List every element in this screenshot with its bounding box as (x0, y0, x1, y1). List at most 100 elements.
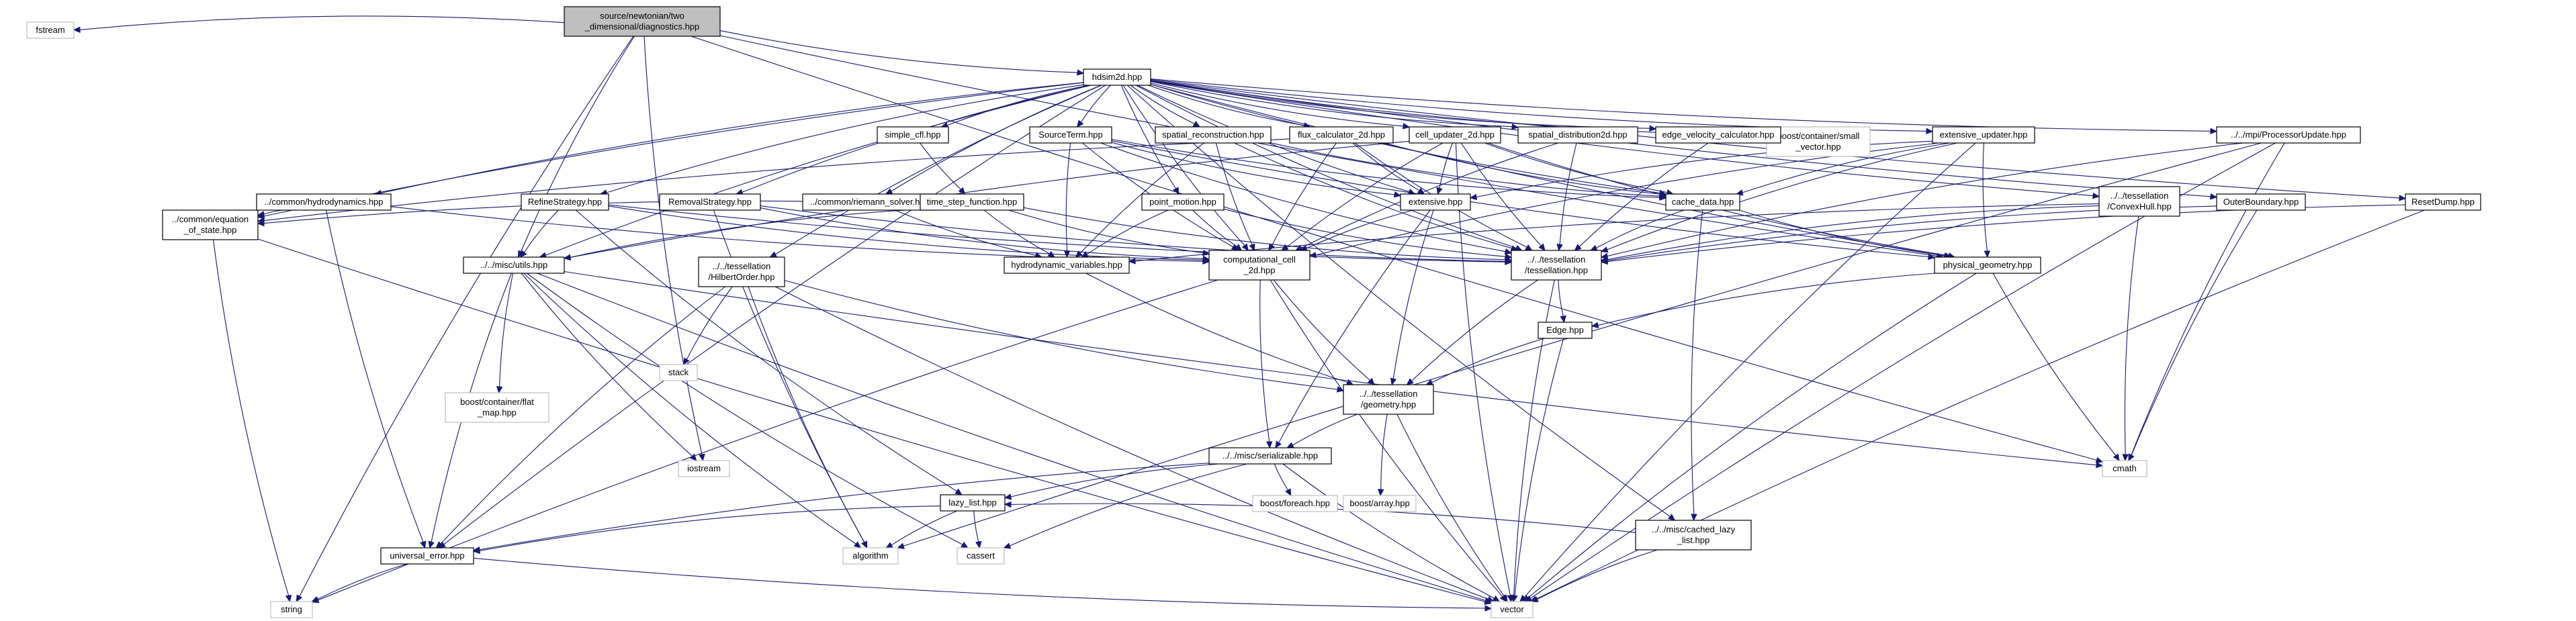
node-geometry[interactable]: ../../tessellation/geometry.hpp (1343, 384, 1434, 415)
node-label: cassert (967, 551, 995, 561)
node-extupd[interactable]: extensive_updater.hpp (1932, 126, 2035, 144)
node-simplecfl[interactable]: simple_cfl.hpp (877, 126, 949, 144)
edge-refine-to-lazylist (575, 209, 963, 495)
edge-hdsim-to-outerbound (1150, 80, 2218, 200)
node-edge[interactable]: Edge.hpp (1538, 322, 1593, 339)
node-uniserr[interactable]: universal_error.hpp (380, 547, 474, 565)
node-hydrovars[interactable]: hydrodynamic_variables.hpp (1004, 256, 1130, 274)
edge-diag-to-hdsim (719, 30, 1085, 76)
node-cachedata[interactable]: cache_data.hpp (1665, 193, 1740, 211)
edge-lazylist-to-algorithm (885, 510, 958, 548)
node-procupd[interactable]: ../../mpi/ProcessorUpdate.hpp (2216, 126, 2361, 144)
node-label: extensive.hpp (1409, 197, 1462, 207)
node-label: point_motion.hpp (1149, 197, 1216, 207)
node-label: ../../mpi/ProcessorUpdate.hpp (2231, 130, 2346, 140)
edge-physgeo-to-vector (1522, 273, 1977, 602)
node-label: lazy_list.hpp (948, 497, 997, 508)
edge-hdsim-to-compcell (1122, 85, 1249, 251)
node-outerbound[interactable]: OuterBoundary.hpp (2216, 193, 2306, 211)
node-pointmotion[interactable]: point_motion.hpp (1141, 193, 1225, 211)
node-resetdump[interactable]: ResetDump.hpp (2405, 193, 2481, 211)
edge-cachedata-to-tess (1589, 209, 1685, 251)
node-label: Edge.hpp (1546, 325, 1584, 335)
edge-tess-to-edge (1558, 279, 1566, 324)
node-eos[interactable]: ../common/equation_of_state.hpp (162, 209, 259, 240)
edge-hdsim-to-pointmotion (1120, 85, 1180, 195)
edge-hdsim-to-physgeo (1150, 84, 1951, 259)
node-compcell[interactable]: computational_cell_2d.hpp (1208, 250, 1311, 281)
node-removal[interactable]: RemovalStrategy.hpp (659, 193, 761, 211)
node-lazylist[interactable]: lazy_list.hpp (940, 494, 1006, 512)
node-extensive[interactable]: extensive.hpp (1400, 193, 1471, 211)
node-label: cmath (2113, 463, 2136, 473)
edge-extensive-to-geometry (1390, 209, 1434, 386)
edge-utils-to-iostream (521, 273, 697, 461)
node-fluxcalc[interactable]: flux_calculator_2d.hpp (1289, 126, 1394, 144)
node-convexhull[interactable]: ../../tessellation/ConvexHull.hpp (2098, 186, 2180, 217)
edge-procupd-to-algorithm (897, 142, 2262, 549)
node-sourceterm[interactable]: SourceTerm.hpp (1029, 126, 1112, 144)
node-stack: stack (659, 364, 698, 381)
edge-utils-to-cmath (564, 271, 2104, 469)
edge-compcell-to-serializable (1259, 279, 1273, 449)
edge-hilbert-to-geometry (784, 280, 1345, 393)
node-cmath: cmath (2102, 460, 2147, 477)
node-label: boost/array.hpp (1349, 498, 1409, 508)
edge-tess-to-geometry (1406, 279, 1538, 385)
node-utils[interactable]: ../../misc/utils.hpp (463, 256, 565, 274)
node-label: _of_state.hpp (183, 225, 237, 235)
node-string: string (270, 601, 313, 618)
node-layer: source/newtonian/two_dimensional/diagnos… (26, 6, 2481, 618)
node-spatialdist[interactable]: spatial_distribution2d.hpp (1517, 126, 1638, 144)
edge-cellupd-to-utils (563, 140, 1410, 260)
node-label: cell_updater_2d.hpp (1415, 130, 1495, 140)
edge-serializable-to-uniserr (472, 463, 1210, 553)
edge-outerbound-to-cmath (2128, 209, 2258, 462)
edge-extensive-to-serializable (1275, 209, 1431, 449)
edge-cachedlazy-to-vector (1531, 549, 1658, 602)
node-physgeo[interactable]: physical_geometry.hpp (1934, 256, 2041, 274)
edge-uniserr-to-vector (473, 557, 1493, 612)
node-label: _map.hpp (477, 408, 517, 418)
node-label: edge_velocity_calculator.hpp (1662, 130, 1775, 140)
node-riemann[interactable]: ../common/riemann_solver.hpp (802, 193, 938, 211)
node-label: stack (668, 367, 689, 377)
node-serializable[interactable]: ../../misc/serializable.hpp (1208, 447, 1332, 465)
node-diag[interactable]: source/newtonian/two_dimensional/diagnos… (564, 6, 721, 37)
node-refine[interactable]: RefineStrategy.hpp (521, 193, 609, 211)
edge-resetdump-to-tess (1600, 204, 2406, 265)
edge-lazylist-to-uniserr (472, 506, 941, 555)
edge-extupd-to-physgeo (1982, 142, 1991, 258)
edge-serializable-to-cassert (1003, 463, 1247, 549)
edge-removal-to-compcell (760, 207, 1210, 262)
edge-fluxcalc-to-compcell (1268, 142, 1337, 252)
node-label: spatial_distribution2d.hpp (1528, 130, 1627, 140)
edge-hilbert-to-vector (774, 286, 1495, 602)
node-tess[interactable]: ../../tessellation/tessellation.hpp (1511, 250, 1602, 281)
edge-utils-to-algorithm (523, 273, 862, 548)
node-label: _2d.hpp (1243, 265, 1276, 275)
node-timestep[interactable]: time_step_function.hpp (920, 193, 1024, 211)
edge-cellupd-to-extensive (1436, 142, 1454, 195)
edge-sourceterm-to-extensive (1111, 142, 1402, 198)
edge-hydrovars-to-geometry (1085, 273, 1354, 385)
node-label: ../../tessellation (1360, 389, 1418, 399)
edge-refine-to-tess (608, 204, 1513, 265)
node-label: boost/container/flat (460, 397, 534, 407)
node-label: /geometry.hpp (1361, 399, 1416, 410)
node-cachedlazy[interactable]: ../../misc/cached_lazy_list.hpp (1635, 520, 1752, 551)
edge-fluxcalc-to-cachedata (1384, 142, 1667, 197)
node-label: ../common/riemann_solver.hpp (810, 197, 930, 207)
edge-cellupd-to-vector (1455, 142, 1514, 603)
node-cellupd[interactable]: cell_updater_2d.hpp (1409, 126, 1501, 144)
edge-hilbert-to-uniserr (435, 286, 726, 548)
node-spatialrecon[interactable]: spatial_reconstruction.hpp (1155, 126, 1272, 144)
node-hdsim[interactable]: hdsim2d.hpp (1083, 68, 1151, 86)
node-label: source/newtonian/two (600, 11, 684, 21)
node-label: /HilbertOrder.hpp (709, 272, 775, 282)
node-hilbert[interactable]: ../../tessellation/HilbertOrder.hpp (698, 256, 785, 287)
node-hydro[interactable]: ../common/hydrodynamics.hpp (256, 193, 392, 211)
node-edgevel[interactable]: edge_velocity_calculator.hpp (1655, 126, 1781, 144)
node-label: vector (1500, 604, 1524, 614)
